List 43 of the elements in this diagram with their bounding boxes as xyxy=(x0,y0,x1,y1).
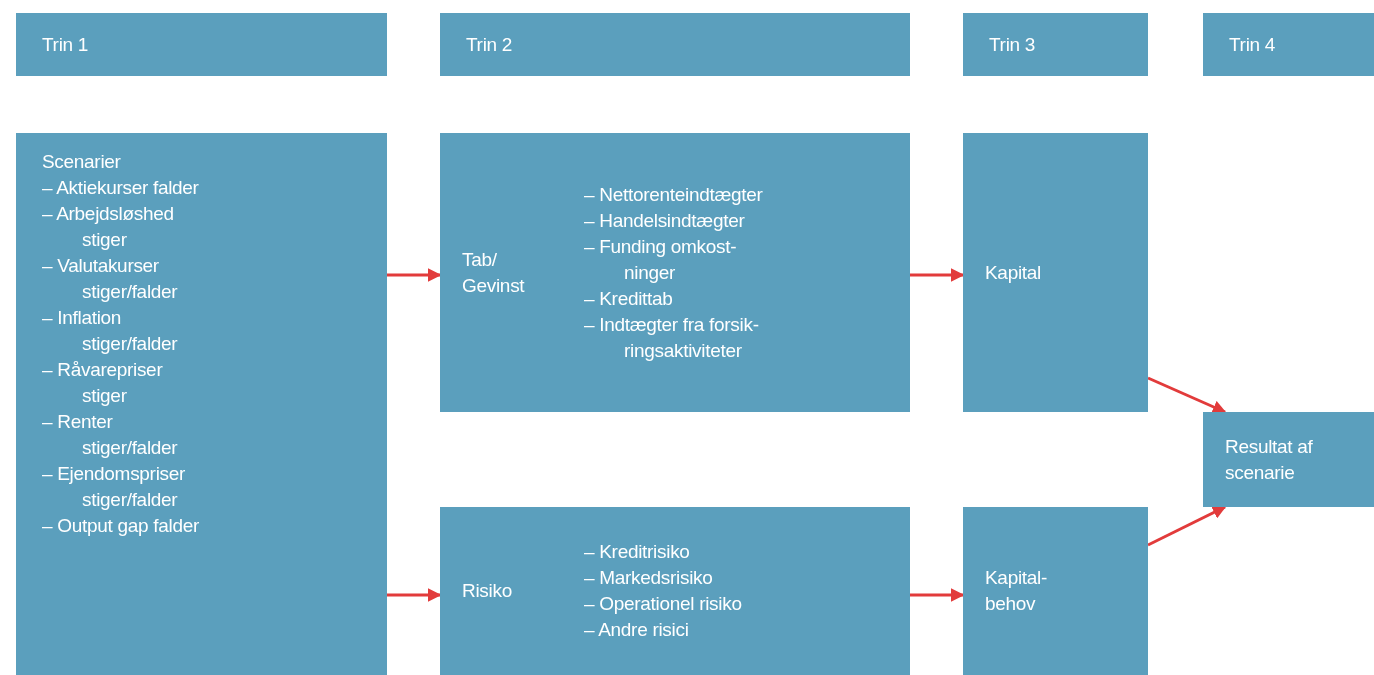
list-item: – Markedsrisiko xyxy=(584,566,714,590)
list-item: – Funding omkost- ninger xyxy=(584,234,738,285)
arrow xyxy=(910,588,965,602)
arrow xyxy=(387,588,442,602)
list-item: – Operationel risiko xyxy=(584,592,743,616)
list-item: – Aktiekurser falder xyxy=(42,176,200,200)
box-label: Risiko xyxy=(462,579,513,603)
list-item: – Andre risici xyxy=(584,618,690,642)
scenario-box xyxy=(16,133,387,675)
list-item: – Kredittab xyxy=(584,286,674,311)
list-item: – Output gap falder xyxy=(42,514,200,538)
box-label: Tab/ Gevinst xyxy=(462,247,526,298)
process-box xyxy=(963,507,1148,675)
box-label: Kapital xyxy=(985,260,1042,285)
list-item: – Indtægter fra forsik- ringsaktiviteter xyxy=(584,312,760,363)
list-item: – Arbejdsløshed stiger xyxy=(42,202,175,252)
list-item: – Valutakurser stiger/falder xyxy=(42,254,179,304)
arrow xyxy=(1147,376,1227,414)
process-box xyxy=(440,133,910,412)
step-header xyxy=(440,13,910,76)
step-header xyxy=(963,13,1148,76)
header-label: Trin 2 xyxy=(466,32,513,57)
list-item: – Kreditrisiko xyxy=(584,540,691,564)
list-item: – Inflation stiger/falder xyxy=(42,306,179,356)
arrow xyxy=(910,268,965,282)
process-box xyxy=(963,133,1148,412)
step-header xyxy=(1203,13,1374,76)
header-label: Trin 1 xyxy=(42,32,89,57)
list-item: – Ejendomspriser stiger/falder xyxy=(42,462,187,512)
list-item: – Handelsindtægter xyxy=(584,208,746,233)
box-label: Kapital- behov xyxy=(985,566,1049,616)
arrow xyxy=(387,268,442,282)
box-label: Resultat af scenarie xyxy=(1225,434,1314,485)
list-heading: Scenarier xyxy=(42,150,122,174)
header-label: Trin 4 xyxy=(1229,32,1276,57)
list-item: – Nettorenteindtægter xyxy=(584,182,764,207)
header-label: Trin 3 xyxy=(989,32,1036,57)
list-item: – Råvarepriser stiger xyxy=(42,358,164,408)
arrow xyxy=(1147,505,1227,547)
process-box xyxy=(1203,412,1374,507)
step-header xyxy=(16,13,387,76)
list-item: – Renter stiger/falder xyxy=(42,410,179,460)
process-box xyxy=(440,507,910,675)
